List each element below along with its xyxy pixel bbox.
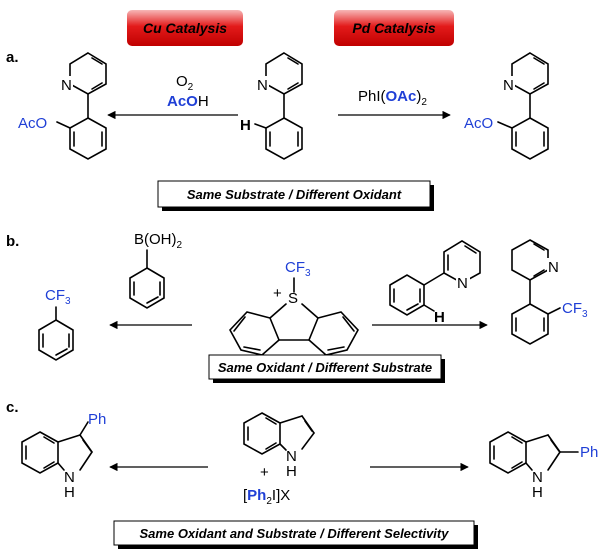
- section-a-label: a.: [6, 49, 19, 66]
- pd-catalysis-label: Pd Catalysis: [352, 20, 435, 36]
- cf3-product: CF3: [562, 300, 588, 320]
- h-atom: H: [240, 117, 251, 134]
- n-atom: N: [61, 77, 72, 94]
- trifluoromethylbenzene-product: CF3: [38, 287, 74, 361]
- indole-substrate: N H +: [243, 412, 315, 481]
- 2-phenylindole-product: Ph N H: [489, 431, 598, 501]
- h-atom: H: [434, 309, 445, 326]
- phioac2-reagent: PhI(OAc)2: [358, 88, 427, 108]
- ph-substituent-2: Ph: [580, 444, 598, 461]
- cu-catalysis-badge: Cu Catalysis: [127, 10, 243, 46]
- nh-h: H: [286, 463, 297, 480]
- n-atom: N: [64, 469, 75, 486]
- n-atom: N: [532, 469, 543, 486]
- s-atom: S: [288, 290, 298, 307]
- n-atom: N: [257, 77, 268, 94]
- section-a-substrate: N H: [240, 52, 303, 160]
- plus-sign: +: [260, 464, 269, 481]
- n-atom: N: [286, 448, 297, 465]
- n-atom: N: [548, 259, 559, 276]
- diaryliodonium-reagent: [Ph2I]X: [243, 487, 290, 507]
- cu-catalysis-label: Cu Catalysis: [143, 20, 227, 36]
- phenylboronic-acid: B(OH)2: [129, 231, 183, 309]
- n-atom: N: [503, 77, 514, 94]
- caption-b: Same Oxidant / Different Substrate: [208, 354, 445, 383]
- aco-group-right: AcO: [464, 115, 493, 132]
- svg-text:Same Substrate / Different Oxi: Same Substrate / Different Oxidant: [187, 187, 402, 202]
- section-b-right-product: N CF3: [511, 239, 588, 345]
- caption-c: Same Oxidant and Substrate / Different S…: [113, 520, 478, 549]
- nh-h: H: [64, 484, 75, 501]
- svg-text:Same Oxidant and Substrate / D: Same Oxidant and Substrate / Different S…: [140, 526, 450, 541]
- svg-text:Same Oxidant / Different Subst: Same Oxidant / Different Substrate: [218, 360, 432, 375]
- sulfonium-reagent: CF3 + S: [229, 259, 359, 356]
- o2-reagent: O2: [176, 73, 194, 93]
- acoh-reagent: AcOH: [167, 93, 209, 110]
- pd-catalysis-badge: Pd Catalysis: [334, 10, 454, 46]
- s-plus-charge: +: [273, 285, 282, 302]
- section-b-substrate: N H: [389, 240, 481, 326]
- 3-phenylindole-product: Ph N H: [21, 411, 106, 501]
- section-a-right-product: N AcO: [464, 52, 549, 160]
- cf3-on-s: CF3: [285, 259, 311, 279]
- n-atom: N: [457, 275, 468, 292]
- ph-substituent-3: Ph: [88, 411, 106, 428]
- caption-a: Same Substrate / Different Oxidant: [157, 180, 434, 211]
- cf3-label: CF3: [45, 287, 71, 307]
- section-a-left-product: N AcO: [18, 52, 107, 160]
- boronic-group: B(OH)2: [134, 231, 183, 251]
- section-c-label: c.: [6, 399, 19, 416]
- section-b-label: b.: [6, 233, 19, 250]
- aco-group-left: AcO: [18, 115, 47, 132]
- nh-h: H: [532, 484, 543, 501]
